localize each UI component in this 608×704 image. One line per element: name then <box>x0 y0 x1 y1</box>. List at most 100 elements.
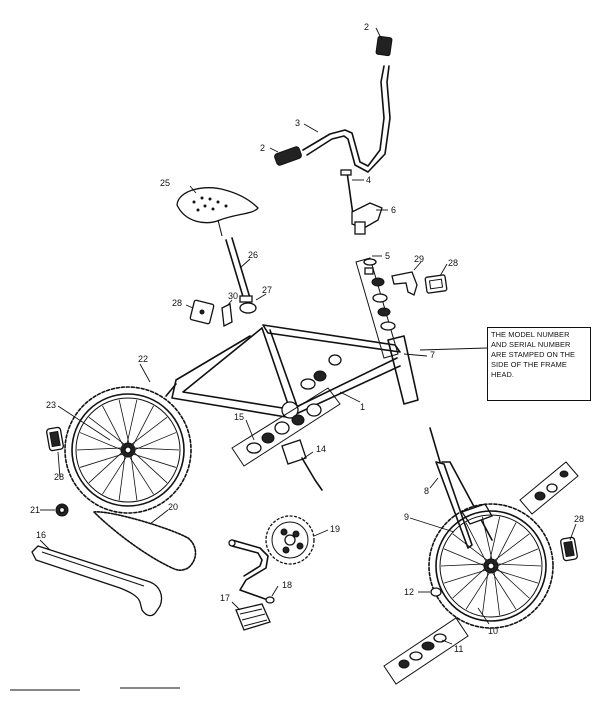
pedal <box>235 603 271 631</box>
crank <box>228 539 275 604</box>
wheel-spoke <box>132 405 154 447</box>
callout-4: 4 <box>366 175 371 185</box>
wheel-spoke <box>491 571 517 610</box>
wheel-spoke <box>132 453 177 468</box>
callout-20: 20 <box>168 502 178 512</box>
callout-30: 30 <box>228 291 238 301</box>
kickstand <box>281 439 323 491</box>
wheel-spoke <box>79 453 124 468</box>
callout-19: 19 <box>330 524 340 534</box>
callout-22: 22 <box>138 354 148 364</box>
front-hub-parts <box>383 617 469 685</box>
wheel-spoke <box>443 548 486 567</box>
seat-clamp <box>239 295 257 314</box>
callout-29: 29 <box>414 254 424 264</box>
callout-10: 10 <box>488 626 498 636</box>
callout-25: 25 <box>160 178 170 188</box>
wheel-spoke <box>130 416 168 446</box>
wheel-spoke <box>102 455 128 495</box>
frame-bearings <box>300 354 342 390</box>
callout-6: 6 <box>391 205 396 215</box>
wheel-spoke <box>489 516 501 561</box>
callout-9: 9 <box>404 512 409 522</box>
chain <box>93 511 197 571</box>
callout-labels: 2 2 3 4 6 5 29 28 7 1 25 26 27 28 30 22 … <box>30 22 584 654</box>
wheel-spoke <box>496 567 530 599</box>
wheel-spoke <box>130 455 138 501</box>
wheel-spoke <box>452 533 489 562</box>
seat-reflector-bracket <box>221 303 233 327</box>
callout-23: 23 <box>46 400 56 410</box>
wheel-spoke <box>481 516 493 561</box>
callout-28-seat: 28 <box>172 298 182 308</box>
wheel-spoke <box>88 416 126 446</box>
stem-clamp <box>351 202 383 235</box>
callout-26: 26 <box>248 250 258 260</box>
wheel-spoke <box>496 563 542 567</box>
seat-post <box>225 237 251 301</box>
handlebar <box>302 65 391 173</box>
bottom-bracket-parts <box>231 387 341 467</box>
callout-17: 17 <box>220 593 230 603</box>
seat-reflector <box>189 299 215 325</box>
wheel-spoke <box>128 455 154 495</box>
rear-sprocket <box>55 503 69 517</box>
wheel-spoke <box>79 432 123 451</box>
callout-15: 15 <box>234 412 244 422</box>
wheel-spoke <box>133 432 177 451</box>
wheel-spoke <box>133 451 168 484</box>
wheel-spoke <box>118 455 126 501</box>
callout-1: 1 <box>360 402 365 412</box>
axle-parts-right <box>519 461 579 515</box>
reflector-rear-wheel <box>46 426 64 452</box>
callout-7: 7 <box>430 350 435 360</box>
grip-top <box>375 35 393 57</box>
wheel-spoke <box>133 447 180 451</box>
front-sprocket <box>265 515 315 565</box>
callout-18: 18 <box>282 580 292 590</box>
wheel-spoke <box>465 571 491 610</box>
wheel-spoke <box>481 571 489 616</box>
callout-2-grip: 2 <box>260 143 265 153</box>
axle-nut <box>430 587 442 597</box>
grip-left <box>274 146 302 166</box>
wheel-spoke <box>76 447 123 451</box>
callout-8: 8 <box>424 486 429 496</box>
wheel-spoke <box>493 533 530 562</box>
front-wheel <box>428 503 554 629</box>
callout-28-rear: 28 <box>54 472 64 482</box>
leader-lines <box>39 27 577 645</box>
reflector-bracket-front <box>391 271 418 296</box>
wheel-spoke <box>118 399 130 445</box>
reflector-front <box>424 274 448 294</box>
callout-12: 12 <box>404 587 414 597</box>
wheel-spoke <box>495 522 517 563</box>
callout-11: 11 <box>454 644 463 654</box>
callout-21: 21 <box>30 505 40 515</box>
callout-14: 14 <box>316 444 326 454</box>
chain-guard <box>31 545 163 617</box>
wheel-spoke <box>452 567 486 599</box>
frame <box>165 324 419 419</box>
serial-number-note: THE MODEL NUMBER AND SERIAL NUMBER ARE S… <box>487 327 591 401</box>
callout-28-fork: 28 <box>574 514 584 524</box>
wheel-spoke <box>496 548 539 567</box>
callout-28-front: 28 <box>448 258 458 268</box>
callout-5: 5 <box>385 251 390 261</box>
fork <box>429 427 493 549</box>
wheel-spoke <box>493 571 501 616</box>
wheel-spoke <box>495 569 539 584</box>
wheel-spoke <box>102 405 124 447</box>
wheel-spoke <box>465 522 487 563</box>
edge-marks <box>10 687 180 691</box>
callout-27: 27 <box>262 285 272 295</box>
wheel-spoke <box>88 451 123 484</box>
wheel-spoke <box>443 569 487 584</box>
callout-16: 16 <box>36 530 46 540</box>
callout-3: 3 <box>295 118 300 128</box>
saddle <box>176 187 259 237</box>
reflector-front-wheel <box>560 536 578 562</box>
wheel-spoke <box>440 563 486 567</box>
